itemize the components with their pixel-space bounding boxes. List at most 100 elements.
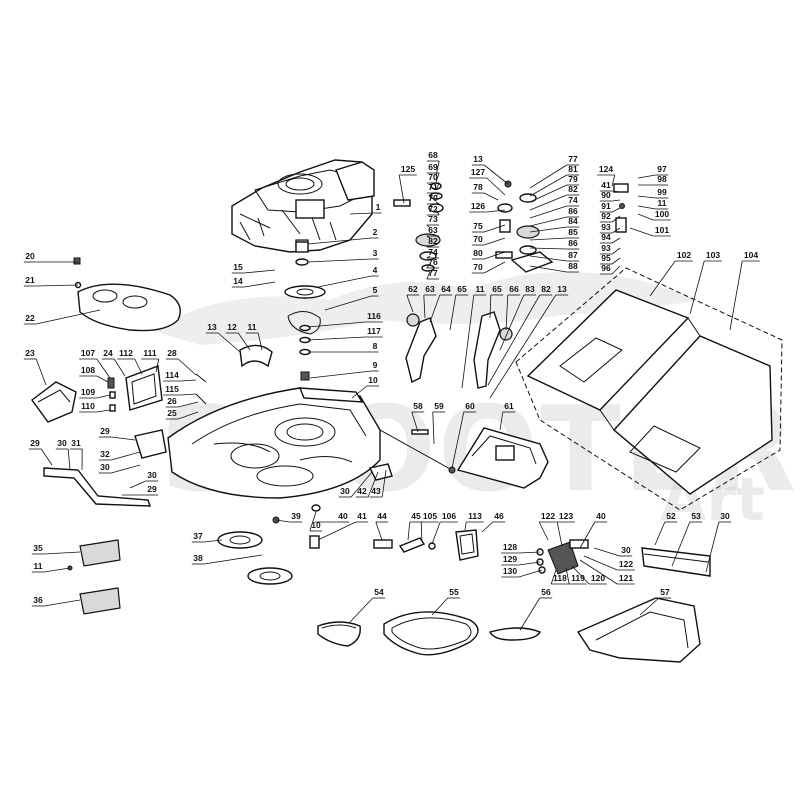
leader-line-c96 <box>611 265 621 275</box>
callout-c60: 60 <box>465 401 475 411</box>
callout-c111: 111 <box>143 348 157 358</box>
leader-line-c122a <box>538 521 549 541</box>
leader-line-c88 <box>529 265 567 273</box>
callout-c31: 31 <box>71 438 81 448</box>
callout-c82b: 82 <box>428 236 438 246</box>
leader-line-c86b <box>529 247 567 250</box>
leader-line-c56 <box>519 597 541 631</box>
leader-line-c32 <box>111 451 141 461</box>
leader-line-c106 <box>431 521 441 545</box>
leader-line-c77a <box>426 271 431 280</box>
leader-line-c101 <box>629 227 654 237</box>
callout-c40b: 40 <box>596 511 606 521</box>
callout-c54: 54 <box>374 587 384 597</box>
leader-line-c79 <box>529 184 567 203</box>
callout-c14: 14 <box>233 276 243 286</box>
callout-c21: 21 <box>25 275 35 285</box>
leader-line-c114 <box>180 379 197 382</box>
leader-line-c84 <box>529 226 567 233</box>
callout-c37: 37 <box>193 531 203 541</box>
leader-line-c11a <box>257 332 263 351</box>
callout-c20: 20 <box>25 251 35 261</box>
leader-line-c43 <box>381 469 387 498</box>
leader-line-c121 <box>579 559 618 585</box>
leader-line-c102 <box>649 260 676 297</box>
callout-c58: 58 <box>413 401 423 411</box>
leader-line-c95 <box>611 257 621 265</box>
leader-line-c80 <box>484 251 506 260</box>
leader-line-c76 <box>426 263 431 269</box>
leader-line-c69 <box>435 172 440 183</box>
callout-c129: 129 <box>503 554 517 564</box>
leader-line-c124 <box>611 174 616 187</box>
callout-c70c: 70 <box>473 234 483 244</box>
callout-c115: 115 <box>165 384 179 394</box>
callout-c107: 107 <box>81 348 95 358</box>
rear-chute <box>576 597 701 663</box>
deck-hardware <box>272 463 393 549</box>
leader-line-c59 <box>432 411 435 445</box>
callout-c12a: 12 <box>227 322 237 332</box>
callout-c77b: 77 <box>568 154 578 164</box>
callout-c70a: 70 <box>428 172 438 182</box>
leader-line-c72 <box>435 209 440 216</box>
callout-c62: 62 <box>408 284 418 294</box>
callout-c56: 56 <box>541 587 551 597</box>
leader-line-c30a <box>67 448 71 471</box>
leader-line-c46 <box>481 521 494 533</box>
leader-line-c111 <box>155 358 160 373</box>
callout-c45: 45 <box>411 511 421 521</box>
side-flap <box>31 381 77 423</box>
callout-c30e: 30 <box>621 545 631 555</box>
leader-line-c108 <box>96 375 109 383</box>
leader-line-c112 <box>134 358 143 375</box>
deflector-small <box>239 344 273 368</box>
leader-line-c12a <box>237 332 251 351</box>
callout-c126: 126 <box>471 201 485 211</box>
callout-c36: 36 <box>33 595 43 605</box>
callout-c39: 39 <box>291 511 301 521</box>
callout-c98: 98 <box>657 174 667 184</box>
leader-line-c77b <box>529 164 568 189</box>
leader-line-c126 <box>486 209 506 213</box>
flap-plate <box>641 547 711 577</box>
leader-line-c29a <box>111 436 136 441</box>
callout-c38: 38 <box>193 553 203 563</box>
leader-line-c116 <box>307 321 366 328</box>
leader-line-c120 <box>571 565 590 585</box>
leader-line-c13c <box>483 164 509 185</box>
leader-line-c90 <box>612 199 621 202</box>
callout-c113: 113 <box>468 511 482 521</box>
callout-c63b: 63 <box>428 225 438 235</box>
callout-c64: 64 <box>441 284 451 294</box>
callout-c97: 97 <box>657 164 667 174</box>
callout-c103: 103 <box>706 250 720 260</box>
callout-c77a: 77 <box>428 268 438 278</box>
leader-line-c37 <box>204 539 223 543</box>
callout-c122a: 122 <box>541 511 555 521</box>
callout-c121: 121 <box>619 573 633 583</box>
callout-c95: 95 <box>601 253 611 263</box>
leader-line-c82c <box>529 194 567 211</box>
callout-c70b: 70 <box>428 193 438 203</box>
leader-line-c30f <box>705 521 720 573</box>
callout-c74: 74 <box>428 247 438 257</box>
engine <box>231 159 375 253</box>
leader-line-c100 <box>637 213 654 221</box>
callout-c30b: 30 <box>100 462 110 472</box>
leader-line-c30b <box>111 464 141 474</box>
leader-line-c21 <box>36 284 79 287</box>
callout-c84: 84 <box>568 216 578 226</box>
leader-line-c99 <box>637 195 656 199</box>
leader-line-c70a <box>435 182 440 191</box>
callout-c79: 79 <box>568 174 578 184</box>
callout-c70d: 70 <box>473 262 483 272</box>
leader-line-c62 <box>406 294 414 313</box>
callout-c61: 61 <box>504 401 514 411</box>
callout-c29a: 29 <box>100 426 110 436</box>
grass-catcher <box>515 267 783 511</box>
callout-c52: 52 <box>666 511 676 521</box>
callout-c91: 91 <box>601 201 611 211</box>
callout-c68: 68 <box>428 150 438 160</box>
leader-line-c54 <box>349 597 374 623</box>
